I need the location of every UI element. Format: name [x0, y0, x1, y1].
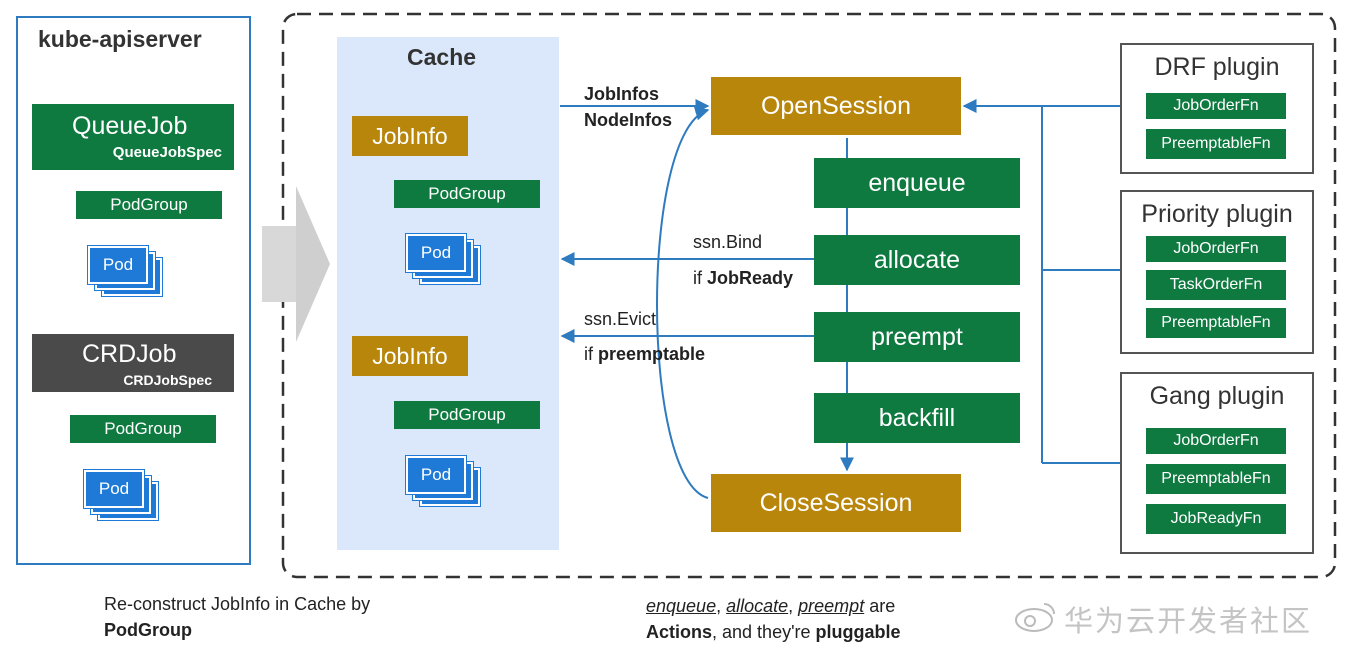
bind-condition-value: JobReady: [707, 268, 794, 288]
evict-condition-prefix: if: [584, 344, 599, 364]
queuejob-spec: QueueJobSpec: [112, 144, 222, 161]
apiserver-title: kube-apiserver: [38, 26, 202, 52]
action-preempt: preempt: [814, 312, 1020, 362]
queuejob-pod-stack: Pod: [88, 246, 162, 296]
cache-jobinfo-2-podgroup: PodGroup: [394, 401, 540, 429]
caption-action-preempt: preempt: [798, 596, 865, 616]
caption-sep-2: ,: [788, 596, 799, 616]
caption-are: are: [864, 596, 896, 616]
caption-actions-word: Actions: [646, 622, 713, 642]
caption-action-allocate: allocate: [726, 596, 789, 616]
caption-sep-1: ,: [716, 596, 727, 616]
cache-title: Cache: [407, 44, 477, 70]
priority-plugin-panel: Priority plugin JobOrderFn TaskOrderFn P…: [1120, 190, 1314, 354]
open-session-box: OpenSession: [711, 77, 961, 135]
cache-jobinfo-1: JobInfo: [352, 116, 468, 156]
bind-condition: if JobReady: [693, 268, 793, 289]
crdjob-spec: CRDJobSpec: [123, 372, 212, 388]
bind-condition-prefix: if: [693, 268, 708, 288]
queuejob-title: QueueJob: [72, 112, 188, 140]
cache-jobinfo-2-pod-stack: Pod: [406, 456, 480, 506]
caption-left-line2: PodGroup: [104, 620, 192, 640]
crdjob-box: CRDJob CRDJobSpec: [32, 334, 234, 392]
session-loop-arc: [656, 106, 710, 499]
queuejob-podgroup: PodGroup: [76, 191, 222, 219]
action-allocate: allocate: [814, 235, 1020, 285]
bind-label: ssn.Bind: [693, 232, 763, 252]
crdjob-pod-stack: Pod: [84, 470, 158, 520]
caption-right-line1: enqueue, allocate, preempt are: [646, 596, 895, 617]
gang-fn-preemptable: PreemptableFn: [1146, 464, 1286, 494]
drf-fn-joborder: JobOrderFn: [1146, 93, 1286, 119]
crdjob-podgroup: PodGroup: [70, 415, 216, 443]
cache-jobinfo-1-pod-label: Pod: [420, 243, 452, 262]
watermark-logo-icon: [1012, 600, 1058, 634]
crdjob-pod-label: Pod: [98, 479, 130, 498]
priority-fn-joborder: JobOrderFn: [1146, 236, 1286, 262]
watermark-text: 华为云开发者社区: [1064, 606, 1313, 638]
priority-fn-preemptable: PreemptableFn: [1146, 308, 1286, 338]
drf-plugin-panel: DRF plugin JobOrderFn PreemptableFn: [1120, 43, 1314, 174]
drf-plugin-title: DRF plugin: [1154, 53, 1280, 81]
caption-action-enqueue: enqueue: [646, 596, 717, 616]
evict-label: ssn.Evict: [584, 309, 657, 329]
caption-pluggable: pluggable: [815, 622, 901, 642]
evict-condition-value: preemptable: [598, 344, 706, 364]
cache-jobinfo-2-pod-label: Pod: [420, 465, 452, 484]
action-backfill: backfill: [814, 393, 1020, 443]
gang-fn-jobready: JobReadyFn: [1146, 504, 1286, 534]
action-enqueue: enqueue: [814, 158, 1020, 208]
cache-jobinfo-1-podgroup: PodGroup: [394, 180, 540, 208]
gang-plugin-title: Gang plugin: [1149, 382, 1285, 410]
caption-left-line1: Re-construct JobInfo in Cache by: [104, 594, 371, 614]
gang-fn-joborder: JobOrderFn: [1146, 428, 1286, 454]
priority-plugin-title: Priority plugin: [1141, 200, 1293, 228]
big-gray-arrow: [262, 186, 330, 342]
drf-fn-preemptable: PreemptableFn: [1146, 129, 1286, 159]
close-session-box: CloseSession: [711, 474, 961, 532]
queuejob-box: QueueJob QueueJobSpec: [32, 104, 234, 170]
gang-plugin-panel: Gang plugin JobOrderFn PreemptableFn Job…: [1120, 372, 1314, 554]
caption-mid: , and they're: [712, 622, 816, 642]
cache-jobinfo-2: JobInfo: [352, 336, 468, 376]
evict-condition: if preemptable: [584, 344, 705, 365]
priority-fn-taskorder: TaskOrderFn: [1146, 270, 1286, 300]
queuejob-pod-label: Pod: [102, 255, 134, 274]
nodeinfos-label: NodeInfos: [584, 110, 672, 130]
crdjob-title: CRDJob: [82, 340, 177, 368]
caption-right-line2: Actions, and they're pluggable: [646, 622, 901, 643]
jobinfos-label: JobInfos: [584, 84, 659, 104]
cache-jobinfo-1-pod-stack: Pod: [406, 234, 480, 284]
